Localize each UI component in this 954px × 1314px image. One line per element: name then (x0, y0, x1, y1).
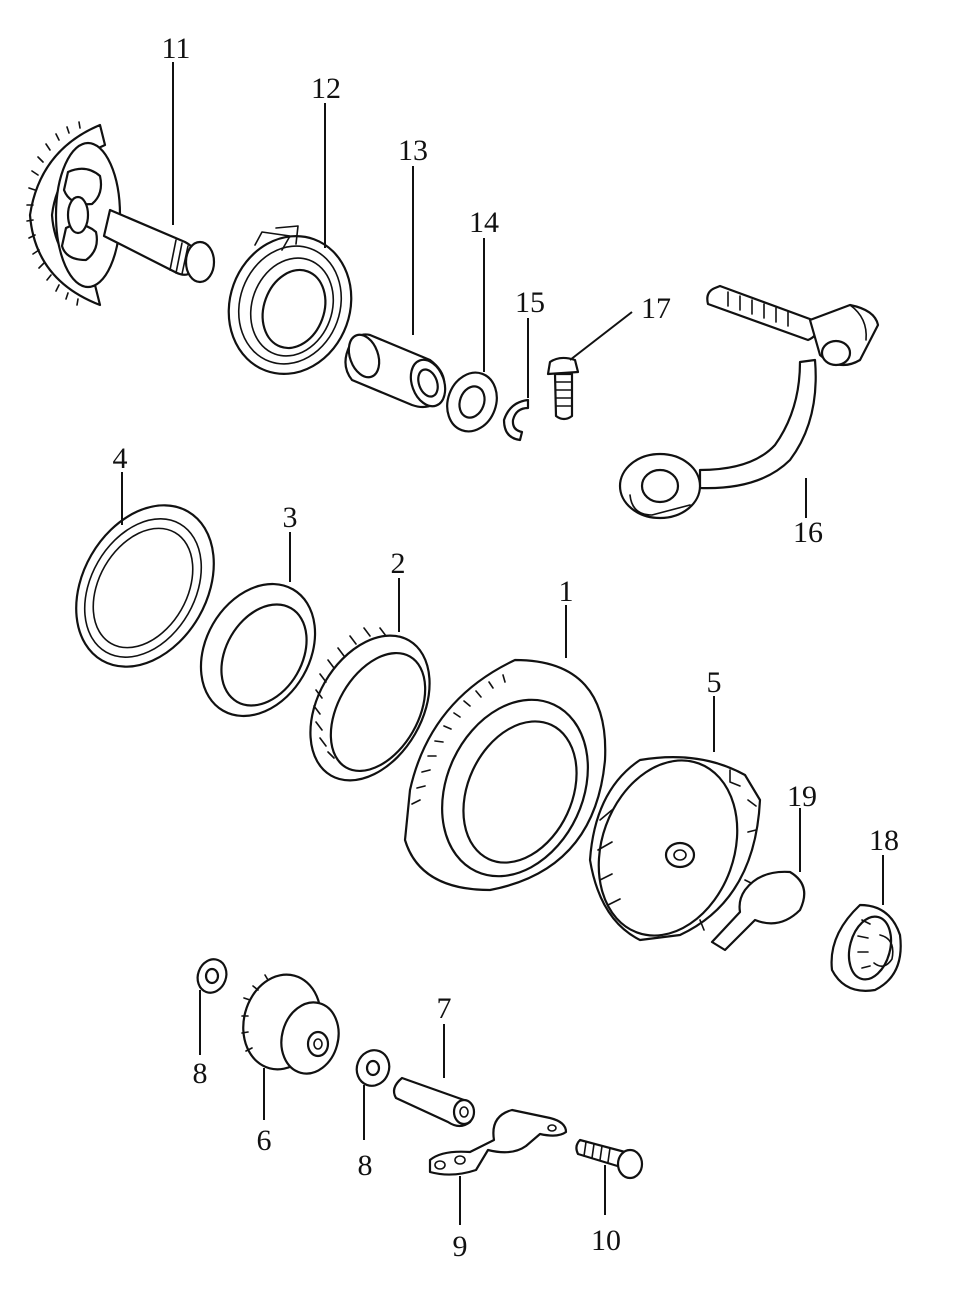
label-11: 11 (162, 32, 191, 65)
label-6: 6 (257, 1124, 272, 1157)
label-13: 13 (398, 134, 428, 167)
label-2: 2 (391, 547, 406, 580)
label-8-left: 8 (193, 1057, 208, 1090)
part-9-arm-plate (428, 1108, 568, 1176)
part-10-bolt (575, 1138, 644, 1180)
label-5: 5 (707, 666, 722, 699)
part-1-clutch-gear (403, 658, 607, 892)
label-3: 3 (283, 501, 298, 534)
part-16-kick-lever (618, 284, 880, 520)
part-11-kick-shaft (26, 121, 216, 307)
label-8-middle: 8 (358, 1149, 373, 1182)
label-10: 10 (591, 1224, 621, 1257)
label-14: 14 (469, 206, 499, 239)
part-12-spring (227, 225, 353, 376)
part-4-seal (75, 504, 215, 668)
label-18: 18 (869, 824, 899, 857)
label-4: 4 (113, 442, 128, 475)
label-17: 17 (641, 292, 671, 325)
label-7: 7 (437, 992, 452, 1025)
part-5-housing (588, 756, 762, 942)
label-19: 19 (787, 780, 817, 813)
label-16: 16 (793, 516, 823, 549)
part-15-circlip (502, 398, 530, 442)
part-6-double-gear (241, 973, 340, 1075)
label-1: 1 (559, 575, 574, 608)
part-14-washer (446, 371, 498, 433)
part-labels: 11 12 13 14 15 17 16 4 3 2 1 5 19 18 8 6… (113, 32, 900, 1263)
part-17-bolt (546, 356, 580, 421)
label-12: 12 (311, 72, 341, 105)
part-19-pin (710, 870, 806, 952)
part-3-ring (199, 582, 317, 718)
part-2-needle-bearing (309, 627, 431, 782)
part-13-bushing (344, 333, 447, 409)
part-18-cap (830, 903, 902, 992)
part-7-pin (392, 1076, 476, 1128)
part-8-washer-left (196, 958, 228, 994)
label-9: 9 (453, 1230, 468, 1263)
part-8-washer-middle (355, 1049, 391, 1087)
leader-lines (121, 62, 884, 1225)
label-15: 15 (515, 286, 545, 319)
